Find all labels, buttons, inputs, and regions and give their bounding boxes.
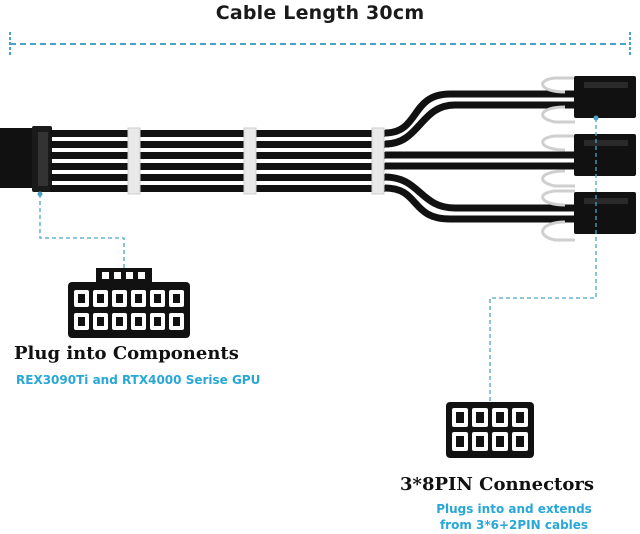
dimension-line	[9, 32, 631, 56]
8pin-connectors	[574, 76, 636, 234]
plug-subtitle: REX3090Ti and RTX4000 Serise GPU	[16, 373, 261, 387]
sleeve-combs	[127, 127, 385, 195]
cable-bundle	[50, 130, 385, 192]
8pin-pinout-icon	[446, 402, 534, 458]
connector-heading: 3*8PIN Connectors	[400, 474, 594, 495]
branch-cables	[384, 90, 575, 223]
connector-description-line2: from 3*6+2PIN cables	[439, 518, 589, 532]
connector-leader-line	[489, 118, 597, 402]
cable-length-title: Cable Length 30cm	[215, 2, 425, 24]
connector-description-line1: Plugs into and extends	[436, 502, 592, 516]
12pin-plug-body	[0, 126, 52, 192]
plug-leader-line	[39, 194, 125, 268]
12pin-pinout-icon	[68, 268, 190, 338]
plug-heading: Plug into Components	[14, 343, 239, 364]
wire-loops	[541, 76, 575, 242]
